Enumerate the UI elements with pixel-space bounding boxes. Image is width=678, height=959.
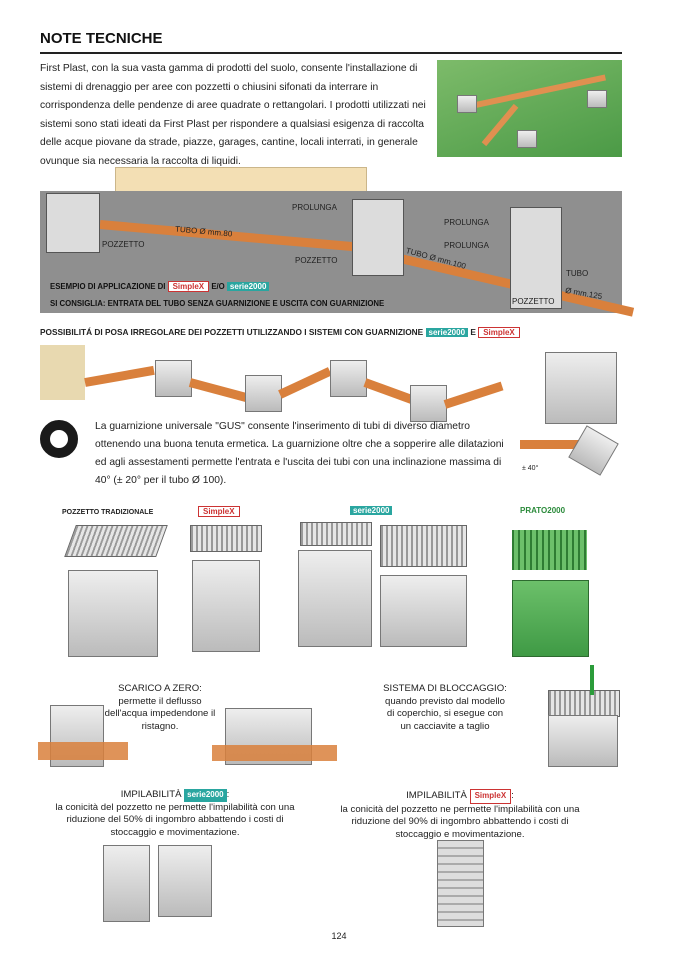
gus-gasket-image bbox=[40, 420, 78, 458]
stack-serie2000-1 bbox=[103, 845, 150, 922]
simplex-grate bbox=[190, 525, 262, 552]
pozzetto-icon bbox=[587, 90, 607, 108]
traditional-pozzetto bbox=[68, 570, 158, 657]
pipe-fitting-photo bbox=[40, 345, 85, 400]
simplex-logo: SimpleX bbox=[478, 327, 520, 338]
traditional-grate bbox=[64, 525, 168, 557]
prato2000-logo: PRATO2000 bbox=[520, 506, 566, 515]
scarico-text: permette il deflusso dell'acqua impedend… bbox=[104, 695, 216, 732]
pipe-segment bbox=[481, 103, 519, 147]
pipe-segment bbox=[188, 378, 250, 403]
prato-grate bbox=[512, 530, 587, 570]
simplex-logo: SimpleX bbox=[198, 506, 240, 517]
pipe-segment bbox=[212, 745, 337, 761]
pipe-segment bbox=[84, 365, 155, 387]
bloccaggio-feature: SISTEMA DI BLOCCAGGIO: quando previsto d… bbox=[383, 683, 507, 732]
pozzetto-icon bbox=[568, 425, 619, 476]
serie2000-pozzetto-small bbox=[298, 550, 372, 647]
esempio-line: ESEMPIO DI APPLICAZIONE DI SimpleX E/O s… bbox=[50, 281, 270, 292]
label-prolunga-1: PROLUNGA bbox=[292, 203, 337, 212]
serie2000-logo: serie2000 bbox=[184, 789, 227, 802]
irregular-laying-illustration bbox=[84, 360, 505, 422]
page-number: 124 bbox=[331, 931, 347, 941]
pozzetto-3 bbox=[510, 207, 562, 309]
simplex-pozzetto bbox=[192, 560, 260, 652]
label-prolunga-2: PROLUNGA bbox=[444, 218, 489, 227]
label-pozzetto-1: POZZETTO bbox=[102, 240, 145, 249]
posa-heading: POSSIBILITÁ DI POSA IRREGOLARE DEI POZZE… bbox=[40, 327, 520, 338]
label-prolunga-3: PROLUNGA bbox=[444, 241, 489, 250]
pozzetto-icon bbox=[410, 385, 447, 422]
label-tubo: TUBO bbox=[566, 269, 589, 278]
serie2000-grate-small bbox=[300, 522, 372, 546]
pozzetto-icon bbox=[457, 95, 477, 113]
serie2000-pozzetto-large bbox=[380, 575, 467, 647]
bloccaggio-title: SISTEMA DI BLOCCAGGIO bbox=[383, 683, 505, 694]
impilsx-text: la conicità del pozzetto ne permette l'i… bbox=[340, 803, 580, 840]
esempio-label: ESEMPIO DI APPLICAZIONE DI bbox=[50, 282, 166, 291]
stack-simplex bbox=[437, 840, 484, 927]
pozzetto-with-gasket-image bbox=[545, 352, 617, 424]
impil2000-feature: IMPILABILITÀ serie2000: la conicità del … bbox=[55, 789, 295, 838]
pipe-segment bbox=[458, 74, 606, 112]
serie2000-logo: serie2000 bbox=[350, 506, 393, 515]
impil2000-text: la conicità del pozzetto ne permette l'i… bbox=[55, 801, 295, 838]
pipe-segment bbox=[520, 440, 580, 449]
consiglia-note: SI CONSIGLIA: ENTRATA DEL TUBO SENZA GUA… bbox=[50, 299, 385, 308]
application-cross-section: PROLUNGA PROLUNGA PROLUNGA POZZETTO POZZ… bbox=[40, 167, 635, 317]
page-title: NOTE TECNICHE bbox=[40, 30, 163, 47]
pozzetto-icon bbox=[245, 375, 282, 412]
angle-label: ± 40° bbox=[522, 465, 539, 472]
traditional-label: POZZETTO TRADIZIONALE bbox=[62, 509, 154, 516]
pozzetto-icon bbox=[517, 130, 537, 148]
pipe-segment bbox=[278, 367, 332, 399]
serie2000-grate-large bbox=[380, 525, 467, 567]
serie2000-logo: serie2000 bbox=[226, 282, 270, 291]
label-pozzetto-3: POZZETTO bbox=[512, 297, 555, 306]
bloccaggio-text: quando previsto dal modello di coperchio… bbox=[384, 695, 505, 732]
intro-paragraph: First Plast, con la sua vasta gamma di p… bbox=[40, 63, 426, 167]
label-pozzetto-2: POZZETTO bbox=[295, 256, 338, 265]
eo-label: E/O bbox=[211, 282, 225, 291]
bloccaggio-pozzetto bbox=[548, 715, 618, 767]
impilsx-title: IMPILABILITÀ bbox=[406, 790, 467, 801]
impil2000-title: IMPILABILITÀ bbox=[120, 789, 182, 800]
simplex-logo: SimpleX bbox=[167, 281, 210, 292]
posa-and: E bbox=[470, 327, 476, 337]
serie2000-logo: serie2000 bbox=[425, 328, 469, 337]
prato-pozzetto bbox=[512, 580, 589, 657]
stack-serie2000-2 bbox=[158, 845, 212, 917]
scarico-feature: SCARICO A ZERO: permette il deflusso del… bbox=[104, 683, 216, 732]
pozzetto-icon bbox=[330, 360, 367, 397]
pozzetto-icon bbox=[155, 360, 192, 397]
drainage-grid-illustration bbox=[437, 60, 622, 157]
title-rule bbox=[40, 52, 622, 54]
simplex-logo: SimpleX bbox=[469, 789, 512, 804]
scarico-title: SCARICO A ZERO bbox=[118, 683, 200, 694]
pipe-segment bbox=[38, 742, 128, 760]
impilsx-feature: IMPILABILITÀ SimpleX: la conicità del po… bbox=[340, 789, 580, 840]
screwdriver-icon bbox=[590, 665, 594, 695]
bloccaggio-grate bbox=[548, 690, 620, 717]
posa-heading-text: POSSIBILITÁ DI POSA IRREGOLARE DEI POZZE… bbox=[40, 327, 424, 337]
angle-diagram bbox=[520, 425, 620, 477]
pozzetto-2 bbox=[352, 199, 404, 276]
pipe-segment bbox=[363, 378, 414, 404]
gus-description: La guarnizione universale "GUS" consente… bbox=[95, 421, 504, 486]
pipe-segment bbox=[443, 381, 504, 409]
pozzetto-1 bbox=[46, 193, 100, 253]
pavement-slab bbox=[115, 167, 367, 193]
